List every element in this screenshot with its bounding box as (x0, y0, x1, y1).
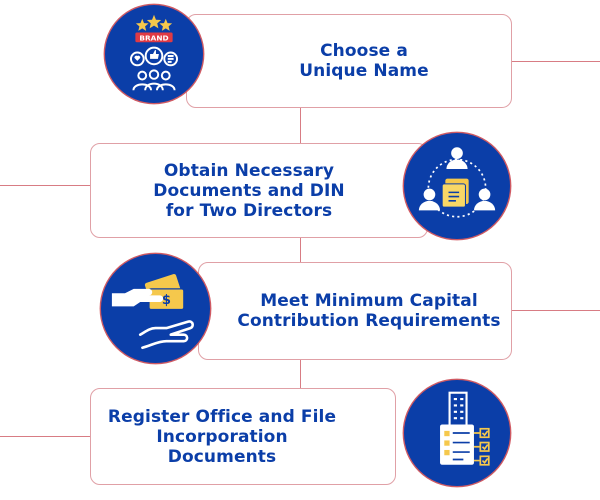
connector-right-1 (512, 61, 600, 63)
connector-vertical-1 (300, 108, 302, 143)
brand-feedback-icon: BRAND (129, 14, 179, 91)
step-2-title: Obtain Necessary Documents and DIN for T… (153, 161, 345, 221)
step-4-line-1: Register Office and File (107, 406, 337, 427)
step-box-1: Choose a Unique Name (186, 14, 512, 108)
step-1-line-1: Choose a (320, 41, 408, 61)
step-1-line-2: Unique Name (299, 61, 429, 81)
connector-left-2 (0, 185, 90, 187)
step-box-4: Register Office and File Incorporation D… (90, 388, 396, 485)
connector-left-4 (0, 436, 90, 438)
step-3-title: Meet Minimum Capital Contribution Requir… (237, 291, 500, 331)
step-2-line-3: for Two Directors (165, 200, 333, 221)
connector-vertical-2 (300, 238, 302, 262)
step-2-line-2: Documents and DIN (153, 180, 345, 201)
capital-money-hand-icon: $ (111, 274, 195, 350)
step-1-icon-circle: BRAND (105, 5, 203, 103)
step-4-title: Register Office and File Incorporation D… (108, 407, 336, 467)
step-box-3: Meet Minimum Capital Contribution Requir… (198, 262, 512, 360)
brand-badge-text: BRAND (139, 33, 168, 42)
step-2-line-1: Obtain Necessary (163, 160, 335, 181)
step-3-line-1: Meet Minimum Capital (260, 291, 478, 311)
connector-right-3 (512, 310, 600, 312)
step-4-icon-circle (404, 380, 510, 486)
step-4-line-3: Documents (167, 446, 277, 467)
step-1-title: Choose a Unique Name (299, 41, 429, 81)
step-3-line-2: Contribution Requirements (237, 311, 501, 331)
office-checklist-icon (440, 391, 490, 466)
currency-symbol: $ (162, 293, 171, 308)
connector-vertical-3 (300, 360, 302, 388)
directors-documents-icon (418, 147, 496, 218)
step-2-icon-circle (404, 133, 510, 239)
step-box-2: Obtain Necessary Documents and DIN for T… (90, 143, 428, 238)
step-4-line-2: Incorporation (156, 426, 288, 447)
step-3-icon-circle: $ (101, 254, 210, 363)
